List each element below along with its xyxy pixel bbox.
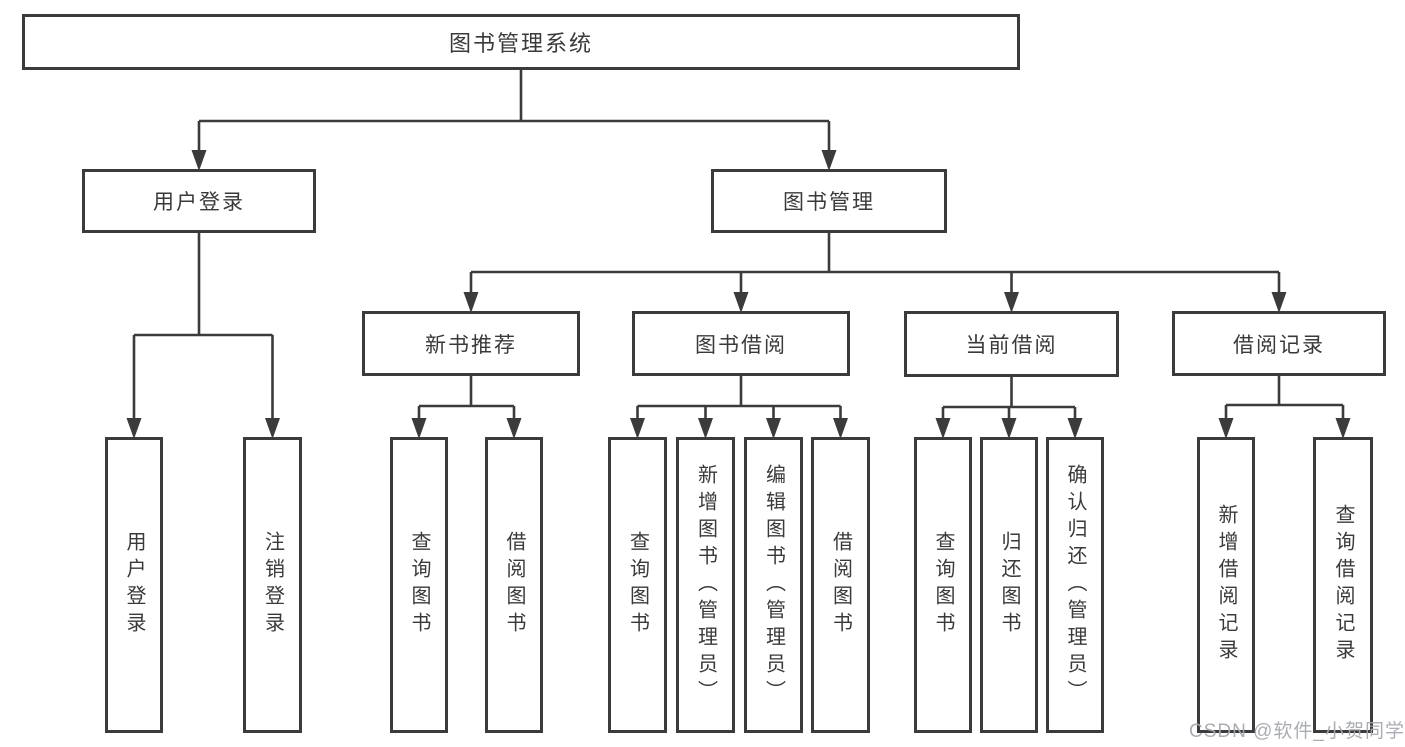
node-label-bb-add: 新增图书（管理员） [694, 463, 717, 707]
node-label-nb-borrow: 借阅图书 [503, 531, 525, 639]
node-label-bb-query: 查询图书 [626, 531, 649, 639]
node-label-userlogin: 用户登录 [123, 531, 145, 639]
node-root: 图书管理系统 [22, 14, 1020, 70]
node-bb-query: 查询图书 [608, 437, 667, 733]
node-cb-query: 查询图书 [914, 437, 972, 733]
node-newbook: 新书推荐 [362, 311, 580, 376]
node-label-logout: 注销登录 [261, 531, 284, 639]
node-label-root: 图书管理系统 [448, 31, 593, 56]
node-rec-add: 新增借阅记录 [1197, 437, 1255, 733]
node-label-current: 当前借阅 [965, 334, 1058, 357]
node-userlogin: 用户登录 [105, 437, 163, 733]
node-borrow: 图书借阅 [632, 311, 850, 376]
node-label-cb-query: 查询图书 [932, 531, 954, 639]
node-cb-confirm: 确认归还（管理员） [1046, 437, 1104, 733]
node-label-newbook: 新书推荐 [425, 333, 517, 357]
node-label-mgmt: 图书管理 [783, 191, 875, 214]
node-label-borrow: 图书借阅 [695, 333, 787, 357]
node-current: 当前借阅 [904, 311, 1119, 377]
node-bb-add: 新增图书（管理员） [676, 437, 735, 733]
node-rec-query: 查询借阅记录 [1313, 437, 1373, 733]
node-label-login: 用户登录 [153, 191, 245, 214]
node-label-cb-confirm: 确认归还（管理员） [1064, 463, 1086, 707]
node-label-bb-borrow: 借阅图书 [829, 531, 852, 639]
node-nb-query: 查询图书 [390, 437, 448, 733]
node-cb-return: 归还图书 [980, 437, 1038, 733]
node-mgmt: 图书管理 [711, 169, 947, 233]
node-logout: 注销登录 [243, 437, 302, 733]
node-label-nb-query: 查询图书 [408, 531, 430, 639]
node-nb-borrow: 借阅图书 [485, 437, 543, 733]
node-label-rec-query: 查询借阅记录 [1332, 504, 1354, 666]
node-label-bb-edit: 编辑图书（管理员） [762, 463, 785, 707]
node-bb-edit: 编辑图书（管理员） [744, 437, 803, 733]
node-login: 用户登录 [82, 169, 316, 233]
node-records: 借阅记录 [1172, 311, 1386, 376]
node-label-rec-add: 新增借阅记录 [1215, 504, 1237, 666]
node-bb-borrow: 借阅图书 [811, 437, 870, 733]
node-label-cb-return: 归还图书 [998, 531, 1020, 639]
csdn-watermark: CSDN @软件_小贺同学 [1189, 721, 1405, 742]
node-label-records: 借阅记录 [1233, 333, 1325, 357]
